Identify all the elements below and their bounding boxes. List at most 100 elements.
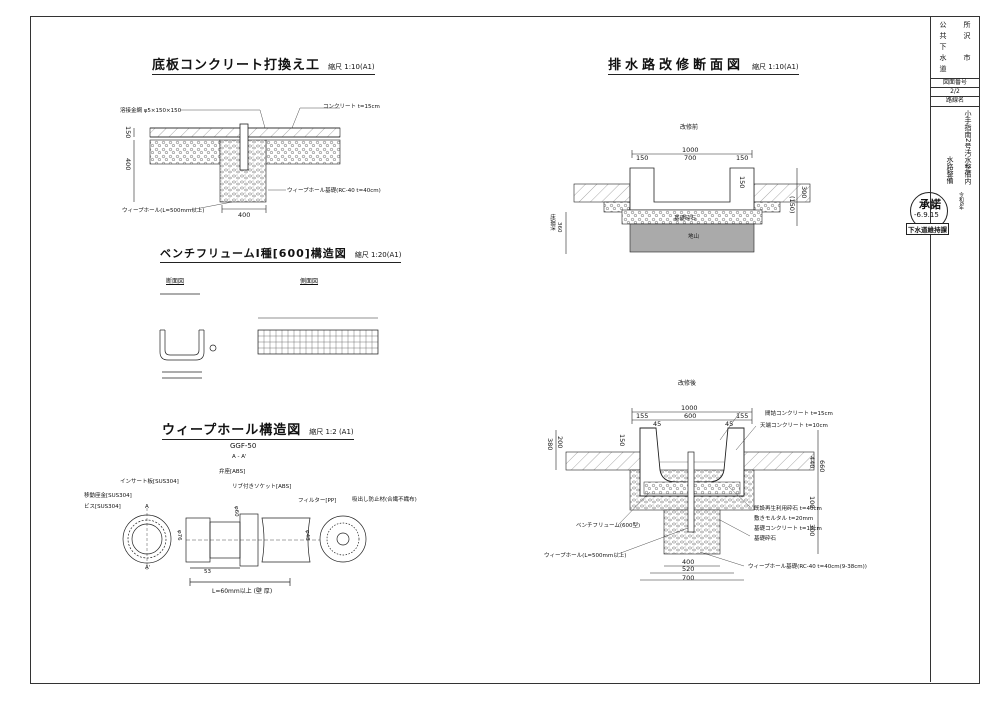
dim-100: 100 [808,496,816,509]
drawing-no: 2/2 [931,87,979,97]
section-after [555,408,819,581]
dim-150: 150 [124,126,132,139]
dim-600: 600 [684,412,697,420]
weephole-base2-label: ウィープホール基礎(RC-40 t=40cm(9-38cm)) [748,564,867,570]
title-weephole: ウィープホール構造図縮尺 1:2 (A1) [162,419,354,440]
a-mark: A [145,504,149,510]
dim-45b: 45 [725,420,734,428]
side-view-label: 側面図 [300,278,319,285]
dim-300: 300 [800,186,808,199]
weephole-label: ウィープホール(L=500mm以上) [122,208,205,214]
a2-mark: A' [145,565,151,571]
title-text: 底板コンクリート打換え工 [152,58,321,73]
after-label: 改修後 [678,380,697,387]
gate-label: GGF-50 [230,442,257,450]
aa-label: A - A' [232,454,247,460]
weephole-front [122,508,172,570]
dim-200: 200 [556,436,564,449]
stamp-dept: 下水道維持課 [906,223,949,235]
client-char: 所 [963,21,971,29]
dim-150c: 150 [738,176,746,189]
base-concrete-drawing [133,107,341,213]
d48-label: φ48 [304,530,310,541]
dim-700b: 700 [682,574,695,582]
client-char: 共 [939,32,947,40]
outflow-label: 吸出し防止材(合繊不織布) [352,497,417,503]
insert-label: インサート板[SUS304] [120,479,179,485]
length-label: L=60mm以上 (壁 厚) [212,588,273,595]
d76-label: φ76 [176,530,182,541]
route-name: 小手指南2号汚水整備内 [964,110,972,185]
title-scale: 縮尺 1:2 (A1) [309,428,354,436]
title-scale: 縮尺 1:10(A1) [752,63,799,71]
well-label: 弁座[ABS] [219,469,246,475]
title-block: 公 所 共 沢 下 下 水 市 道 図面番号 2/2 路線名 小手指南2号汚水整… [930,16,979,682]
d53-label: 53 [204,569,211,575]
dim-400c: 400 [682,558,695,566]
excavation-value: 360 [556,222,562,233]
section-view-label: 断面図 [166,278,185,285]
bench-flume-section [159,293,217,379]
dim-1000: 1000 [682,146,699,154]
dim-440: 440 [808,456,816,469]
rebar-label: 溶接金網 φ5×150×150 [120,108,182,114]
dim-380: 380 [546,438,554,451]
dim-150d: (150) [788,196,796,214]
dim-660: 660 [818,460,826,473]
excavation-label: 床掘深 [549,214,555,231]
dim-300b: 300 [808,524,816,537]
dim-400: 400 [124,158,132,171]
soil-label: 地山 [688,234,700,240]
route-label: 路線名 [931,96,979,107]
weephole2-label: ウィープホール(L=500mm以上) [544,553,627,559]
dim-155a: 155 [636,412,649,420]
route-cell: 小手指南2号汚水整備内 水路整備 [931,106,979,206]
dim-1000b: 1000 [681,404,698,412]
gravel-label: 基礎砕石 [674,216,697,222]
base-gravel-label: 基礎砕石 [754,536,777,542]
weephole-base-label: ウィープホール基礎(RC-40 t=40cm) [287,188,381,194]
client-char: 沢 [963,32,971,40]
client-char: 公 [939,21,947,29]
dim-150b: 150 [736,154,749,162]
cov-concrete-label: 間詰コンクリート t=15cm [765,411,833,417]
d60-label: φ60 [233,506,239,517]
before-label: 改修前 [680,124,699,131]
client-char: 市 [963,54,971,62]
dim-155b: 155 [736,412,749,420]
title-text: ベンチフリュームⅠ種[600]構造図 [160,247,347,260]
dim-400b: 400 [238,211,251,219]
bench-label: ベンチフリューム(600型) [576,523,641,529]
title-bench-flume: ベンチフリュームⅠ種[600]構造図縮尺 1:20(A1) [160,245,402,263]
ribsocket-label: リブ付きソケット[ABS] [232,484,292,490]
client-char: 道 [939,65,947,73]
dim-700: 700 [684,154,697,162]
mortar-label: 敷きモルタル t=20mm [754,516,814,522]
title-channel-section: 排水路改修断面図縮尺 1:10(A1) [608,54,799,75]
dim-520: 520 [682,565,695,573]
stamp-main: 承諾 [919,198,941,211]
client-char: 下 [939,43,947,51]
screw-label: ビス[SUS304] [84,504,121,510]
concrete-label: コンクリート t=15cm [323,104,380,110]
weephole-side [185,513,320,586]
drawing-no-label: 図面番号 [931,78,979,88]
approval-stamp: 承諾 -6.9.15 下水道維持課 令和6年 [906,190,968,236]
stamp-side: 令和6年 [958,192,964,211]
filter-label: フィルター[PP] [298,498,337,504]
bench-flume-side [257,317,379,355]
top-concrete-label: 天端コンクリート t=10cm [760,423,828,429]
title-scale: 縮尺 1:20(A1) [354,251,402,259]
title-text: ウィープホール構造図 [162,423,302,438]
title-scale: 縮尺 1:10(A1) [328,63,375,71]
title-base-concrete: 底板コンクリート打換え工縮尺 1:10(A1) [152,54,375,75]
title-text: 排水路改修断面図 [608,58,745,73]
stamp-date: -6.9.15 [914,211,939,219]
drawing-frame [30,16,980,684]
reuse-stone-label: 既設再生利用砕石 t=40cm [754,506,822,512]
section-before [565,150,811,254]
base-concrete-label: 基礎コンクリート t=10cm [754,526,822,532]
dim-150e: 150 [618,434,626,447]
client-char: 水 [939,54,947,62]
